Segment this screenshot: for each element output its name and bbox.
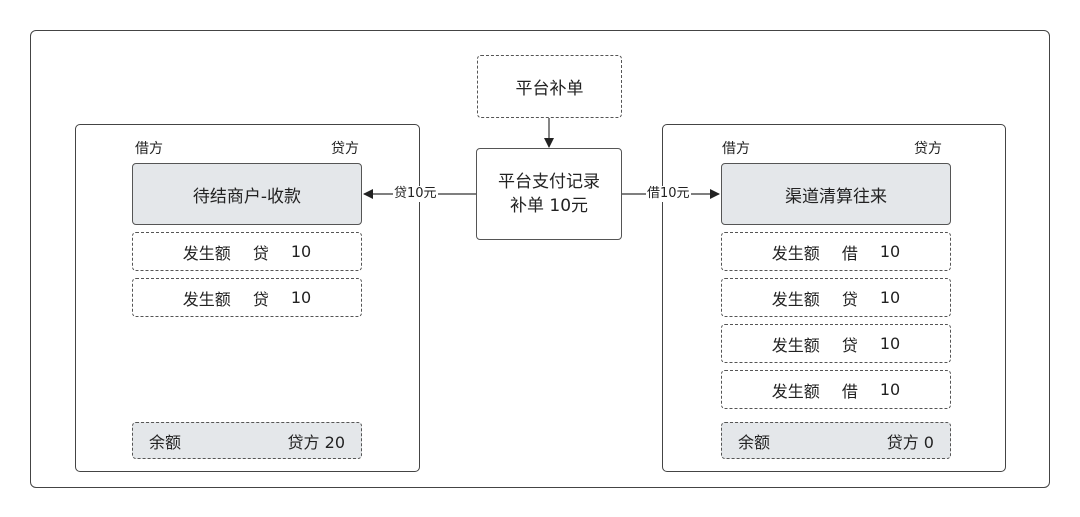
entry-label: 发生额 — [771, 243, 820, 263]
right-entry-2: 发生额 贷 10 — [721, 278, 951, 317]
entry-direction: 贷 — [252, 289, 269, 309]
entry-label: 发生额 — [182, 289, 231, 309]
entry-amount: 10 — [290, 288, 312, 307]
right-balance-row: 余额 贷方 0 — [721, 422, 951, 459]
entry-label: 发生额 — [771, 381, 820, 401]
right-debit-label: 借方 — [722, 141, 750, 157]
entry-amount: 10 — [290, 242, 312, 261]
entry-direction: 借 — [841, 243, 858, 263]
entry-direction: 借 — [841, 381, 858, 401]
entry-amount: 10 — [879, 288, 901, 307]
entry-label: 发生额 — [771, 335, 820, 355]
payment-record-line1: 平台支付记录 — [498, 172, 600, 192]
right-entry-4: 发生额 借 10 — [721, 370, 951, 409]
left-credit-label: 贷方 — [331, 141, 359, 157]
right-entry-1: 发生额 借 10 — [721, 232, 951, 271]
entry-direction: 贷 — [252, 243, 269, 263]
balance-label: 余额 — [738, 432, 771, 452]
balance-value: 贷方 0 — [886, 432, 934, 452]
right-account-title: 渠道清算往来 — [721, 163, 951, 225]
platform-supplement-box: 平台补单 — [477, 55, 622, 118]
entry-amount: 10 — [879, 242, 901, 261]
diagram-frame — [30, 30, 1050, 488]
right-credit-label: 贷方 — [914, 141, 942, 157]
left-entry-1: 发生额 贷 10 — [132, 232, 362, 271]
left-account-title: 待结商户-收款 — [132, 163, 362, 225]
payment-record-line2: 补单 10元 — [509, 196, 589, 216]
entry-amount: 10 — [879, 380, 901, 399]
left-balance-row: 余额 贷方 20 — [132, 422, 362, 459]
balance-label: 余额 — [149, 432, 182, 452]
entry-label: 发生额 — [771, 289, 820, 309]
entry-label: 发生额 — [182, 243, 231, 263]
right-edge-label: 借10元 — [646, 186, 691, 202]
left-entry-2: 发生额 贷 10 — [132, 278, 362, 317]
entry-direction: 贷 — [841, 289, 858, 309]
left-edge-label: 贷10元 — [393, 186, 438, 202]
entry-amount: 10 — [879, 334, 901, 353]
payment-record-box: 平台支付记录 补单 10元 — [476, 148, 622, 240]
balance-value: 贷方 20 — [287, 432, 345, 452]
left-debit-label: 借方 — [135, 141, 163, 157]
right-entry-3: 发生额 贷 10 — [721, 324, 951, 363]
entry-direction: 贷 — [841, 335, 858, 355]
